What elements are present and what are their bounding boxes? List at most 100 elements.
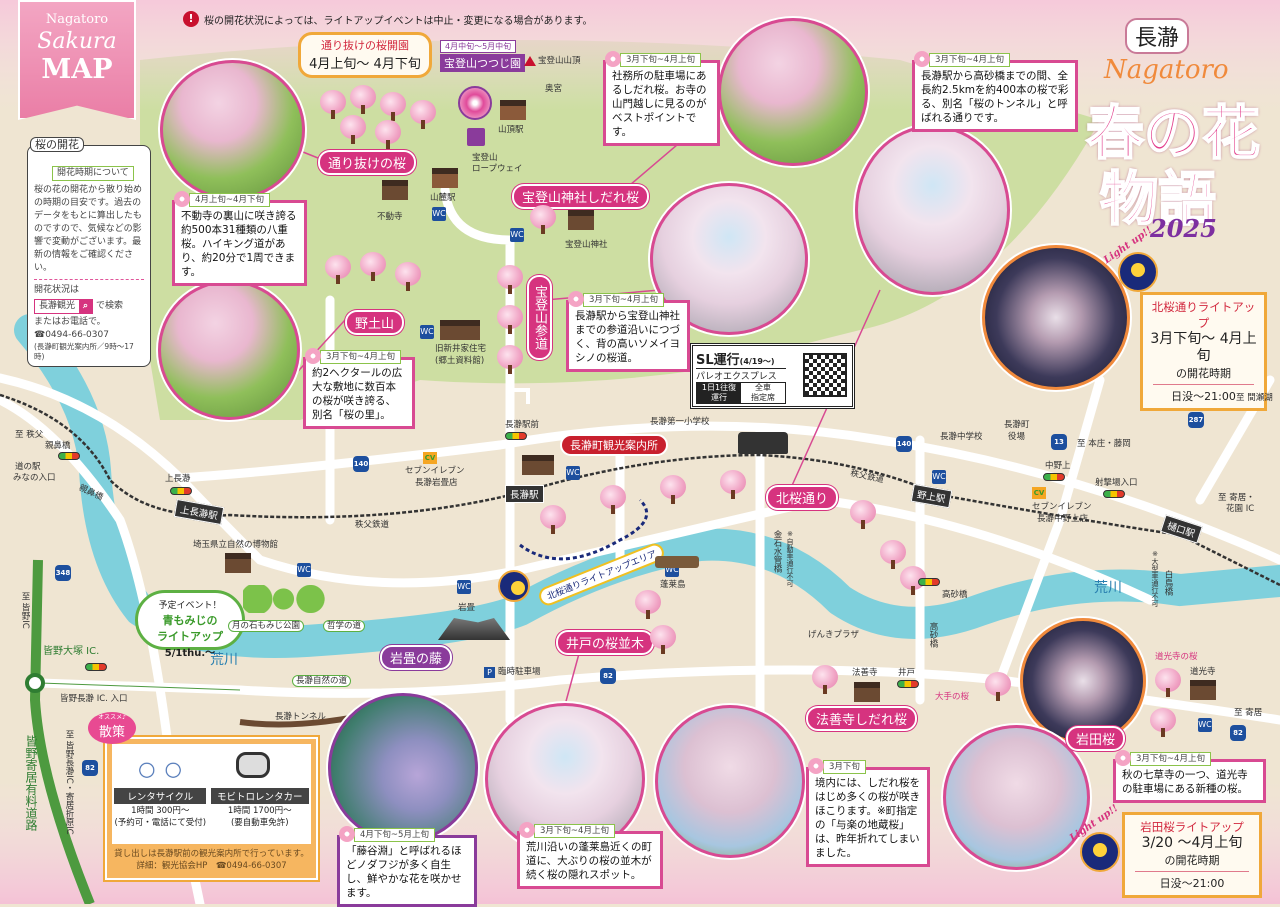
toilet-icon: WC	[1198, 718, 1212, 732]
momiji-trees-icon	[243, 585, 333, 613]
recommend-main: 散策	[98, 725, 125, 740]
label-tetsugaku-path: 哲学の道	[323, 620, 366, 632]
label-fudoji: 不動寺	[377, 212, 403, 222]
search-box[interactable]: 長瀞観光⌕	[34, 299, 94, 314]
tsutsuji-date: 4月中旬～5月中旬	[440, 40, 517, 53]
traffic-light-icon	[170, 487, 192, 495]
traffic-light-icon	[1103, 490, 1125, 498]
label-to-masekoko: 至 間瀬湖	[1236, 393, 1273, 403]
label-kanaishi-bridge: 金石水管橋	[772, 530, 782, 573]
photo-kitazakura-lightup	[982, 245, 1130, 390]
rental-footer2: 詳細：観光協会HP ☎0494-66-0307	[136, 861, 287, 871]
sakura-tree-icon	[850, 500, 876, 529]
search-icon[interactable]: ⌕	[79, 300, 93, 313]
sl-tag1b: 運行	[711, 393, 727, 402]
sakura-tree-icon	[720, 470, 746, 499]
traffic-light-icon	[918, 578, 940, 586]
bicycle-icon	[138, 752, 182, 778]
dokoji-temple-icon	[1190, 680, 1216, 700]
event-line2: ライトアップ	[157, 630, 223, 643]
spot-name-kitazakura[interactable]: 北桜通り	[766, 485, 839, 510]
title-script: Nagatoro	[1104, 55, 1229, 85]
toilet-icon: WC	[432, 207, 446, 221]
railway	[0, 393, 1280, 587]
sakura-tree-icon	[635, 590, 661, 619]
sakura-tree-icon	[985, 672, 1011, 701]
label-arakawa: 荒川	[1094, 580, 1122, 596]
hozenji-temple-icon	[854, 682, 880, 702]
label-hozenji: 法善寺	[852, 668, 878, 678]
spot-name-nodoyama[interactable]: 野土山	[345, 310, 405, 335]
photo-nodoyama	[158, 280, 300, 420]
lightup-title: 北桜通りライトアップ	[1151, 300, 1256, 330]
bloom-info-subheading: 開花時期について	[52, 166, 134, 181]
banner-line1: Nagatoro	[45, 12, 109, 27]
sakura-tree-icon	[600, 485, 626, 514]
photo-hodosan-shrine-weeping	[718, 18, 868, 166]
spot-box-kitazakura: 3月下旬~4月上旬長瀞駅から高砂橋までの間、全長約2.5kmを約400本の桜で彩…	[912, 51, 1078, 132]
lightup-sub: の開花時期	[1176, 367, 1231, 380]
label-hodosan: 宝登山	[472, 153, 498, 163]
sakura-tree-icon	[530, 205, 556, 234]
bloom-status-label: 開花状況は	[34, 285, 80, 295]
event-date: 5/1thu.～	[164, 648, 216, 659]
label-michinoeki: 道の駅	[15, 462, 41, 472]
lightup-bulb-icon	[1080, 832, 1120, 872]
recommend-badge: オススメ♪散策	[88, 712, 136, 744]
photo-kitazakura-street	[855, 125, 1010, 295]
label-to-minano-ic: 至 皆野IC	[20, 592, 30, 629]
label-dokoji-sakura: 道光寺の桜	[1155, 652, 1198, 662]
route-badge-140: 140	[353, 456, 369, 472]
label-minano-entrance: みなの入口	[13, 473, 56, 483]
spot-box-dokoji: 3月下旬~4月上旬秋の七草寺の一つ、道光寺の駐車場にある新種の桜。	[1113, 750, 1266, 803]
sakura-tree-icon	[380, 92, 406, 121]
label-iwadatami-store: 長瀞岩畳店	[415, 478, 458, 488]
sl-tag2b: 指定席	[751, 393, 775, 402]
route-badge-82: 82	[82, 760, 98, 776]
label-nakanoue-store: 長瀞中野上店	[1037, 514, 1089, 524]
label-town-office: 長瀞町	[1004, 420, 1030, 430]
torinuke-opening-title: 通り抜けの桜開園	[321, 39, 409, 52]
bloom-info-body: 桜の花の開花から散り始めの時期の目安です。過去のデータをもとに算出したものですの…	[34, 185, 143, 273]
spot-name-hozenji[interactable]: 法善寺しだれ桜	[806, 706, 918, 731]
title-main2: 物語	[1099, 164, 1217, 234]
lightup-time: 日没～21:00	[1159, 877, 1225, 890]
spot-desc: 社務所の駐車場にあるしだれ桜。お寺の山門越しに見るのがベストポイントです。	[612, 70, 707, 138]
spot-date: 3月下旬~4月上旬	[519, 822, 615, 838]
spot-box-hozenji: 3月下旬境内には、しだれ桜をはじめ多くの桜が咲きほこります。※町指定の「与楽の地…	[806, 758, 930, 867]
tourist-info-center[interactable]: 長瀞町観光案内所	[560, 434, 668, 456]
sakura-tree-icon	[650, 625, 676, 654]
label-horaijima: 蓬莱島	[660, 580, 686, 590]
spot-box-nodoyama: 3月下旬~4月上旬約2ヘクタールの広大な敷地に数百本の桜が咲き誇る、別名「桜の里…	[303, 348, 415, 429]
lightup-title: 岩田桜ライトアップ	[1140, 820, 1244, 834]
spot-date: 3月下旬	[808, 758, 866, 774]
spot-name-iwata[interactable]: 岩田桜	[1066, 726, 1126, 751]
sakura-tree-icon	[497, 345, 523, 374]
label-to-honjo: 至 本庄・藤岡	[1077, 439, 1131, 449]
spot-name-approach[interactable]: 宝登山参道	[527, 275, 552, 360]
sl-title: SL運行	[696, 353, 740, 368]
photo-iwata-sakura	[943, 725, 1090, 870]
sakura-tree-icon	[812, 665, 838, 694]
arai-house-icon	[440, 320, 480, 340]
station-nagatoro[interactable]: 長瀞駅	[505, 485, 544, 503]
spot-name-wisteria[interactable]: 岩畳の藤	[380, 645, 453, 670]
route-badge-82: 82	[1230, 725, 1246, 741]
sakura-tree-icon	[375, 120, 401, 149]
sakura-tree-icon	[395, 262, 421, 291]
iwadatami-rocks-icon	[438, 618, 510, 640]
label-genki-plaza: げんきプラザ	[808, 630, 860, 640]
spot-name-ido[interactable]: 井戸の桜並木	[556, 630, 655, 655]
parking-icon: P	[484, 667, 495, 678]
sakura-map-banner: Nagatoro Sakura MAP	[18, 0, 136, 120]
qr-code[interactable]	[803, 353, 847, 397]
label-shiratori-bridge: 白鳥橋	[1163, 570, 1173, 596]
torinuke-opening-dates: 4月上旬～ 4月下旬	[309, 57, 421, 72]
spot-name-shrine-weeping[interactable]: 宝登山神社しだれ桜	[512, 184, 650, 209]
traffic-light-icon	[85, 663, 107, 671]
toilet-icon: WC	[932, 470, 946, 484]
event-pre: 予定イベント！	[158, 598, 222, 611]
spot-name-torinuke[interactable]: 通り抜けの桜	[318, 150, 417, 175]
